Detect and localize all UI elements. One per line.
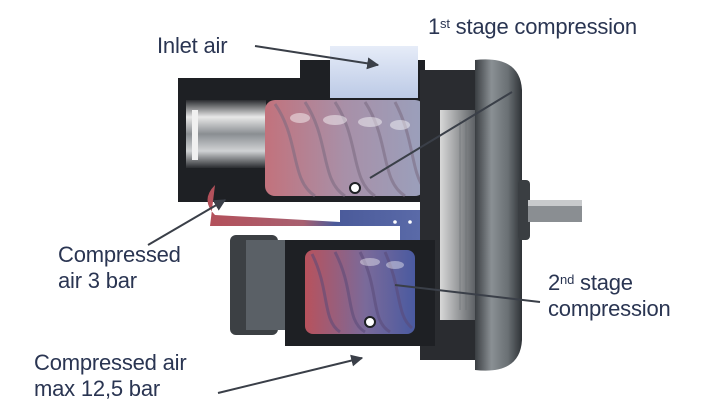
stage1-ordinal: st	[440, 16, 450, 31]
stage2-ordinal: nd	[560, 272, 575, 287]
inlet-port	[330, 46, 418, 98]
compressed-3bar-line2: air 3 bar	[58, 268, 137, 293]
end-cover	[475, 59, 522, 371]
first-stage-rotor	[265, 100, 425, 196]
inlet-air-leader	[254, 45, 380, 70]
compressed-3bar-line1: Compressed	[58, 242, 181, 267]
second-stage-rotor	[305, 250, 415, 334]
label-first-stage-compression: 1st stage compression	[428, 14, 637, 40]
gear-train	[440, 110, 476, 320]
label-compressed-air-max: Compressed air max 12,5 bar	[34, 350, 187, 402]
label-compressed-air-3bar: Compressed air 3 bar	[58, 242, 181, 294]
label-inlet-air-text: Inlet air	[157, 33, 228, 58]
compressed-max-leader	[217, 354, 364, 394]
compressed-max-line2: max 12,5 bar	[34, 376, 161, 401]
label-second-stage-compression: 2nd stage compression	[548, 270, 671, 322]
stage1-number: 1	[428, 14, 441, 39]
stage2-leader	[394, 284, 541, 303]
stage2-number: 2	[548, 270, 561, 295]
stage1-leader	[369, 91, 513, 179]
compressed-max-line1: Compressed air	[34, 350, 187, 375]
stage1-text: stage compression	[449, 14, 637, 39]
stage2-line1-text: stage	[574, 270, 633, 295]
compressed-3bar-leader	[147, 199, 227, 246]
interstage-pipe	[207, 185, 420, 248]
label-inlet-air: Inlet air	[157, 33, 228, 59]
stage2-line2: compression	[548, 296, 671, 321]
